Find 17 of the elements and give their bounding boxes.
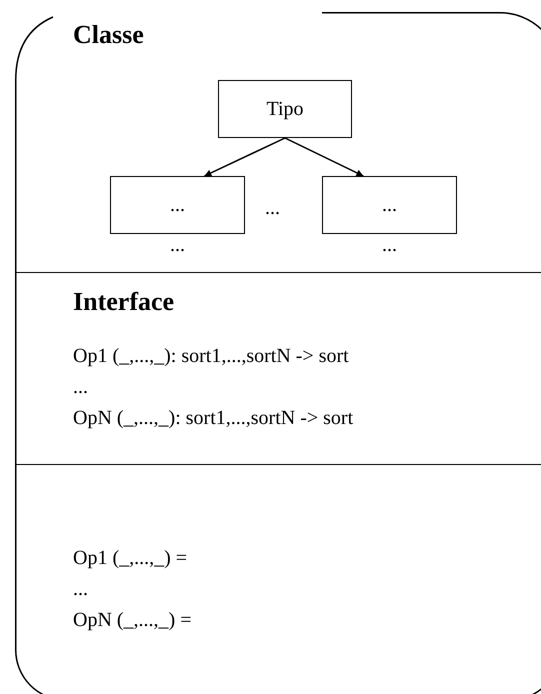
section-title: Interface	[73, 287, 174, 317]
box-note: ...	[170, 234, 185, 256]
box-note: ...	[382, 234, 397, 256]
box-text: ...	[170, 194, 185, 216]
box-text: ...	[382, 194, 397, 216]
type-box	[218, 80, 352, 138]
ellipsis: ...	[265, 196, 280, 220]
box-text: Tipo	[266, 98, 304, 120]
operation-text: Op1 (_,...,_): sort1,...,sortN -> sort	[73, 344, 350, 369]
arrow	[204, 137, 286, 177]
operation-text: OpN (_,...,_): sort1,...,sortN -> sort	[73, 406, 354, 431]
class-title: Classe	[73, 20, 144, 50]
operation-text: ...	[73, 375, 89, 400]
operation-text: Op1 (_,...,_) =	[73, 546, 188, 571]
operation-text: OpN (_,...,_) =	[73, 608, 192, 633]
operation-text: ...	[73, 577, 89, 602]
arrow	[284, 137, 364, 177]
